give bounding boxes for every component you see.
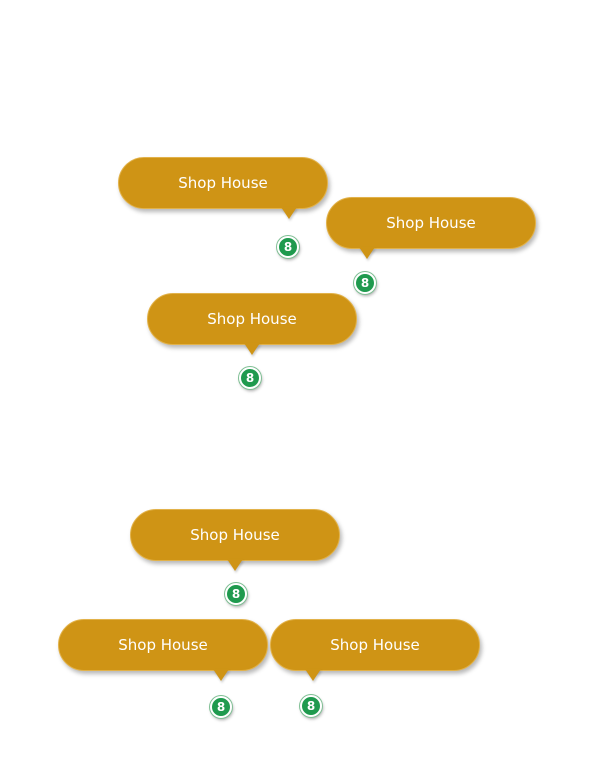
callout-label: Shop House bbox=[330, 636, 420, 654]
shop-house-callout[interactable]: Shop House bbox=[270, 619, 480, 681]
callout-pointer bbox=[305, 669, 321, 681]
shop-house-callout[interactable]: Shop House bbox=[326, 197, 536, 259]
callout-pointer bbox=[359, 247, 375, 259]
map-marker-pin[interactable]: 8 bbox=[300, 695, 322, 717]
callout-label: Shop House bbox=[118, 636, 208, 654]
shop-house-callout[interactable]: Shop House bbox=[118, 157, 328, 219]
callout-pointer bbox=[227, 559, 243, 571]
map-marker-pin[interactable]: 8 bbox=[225, 583, 247, 605]
callout-label: Shop House bbox=[178, 174, 268, 192]
marker-count: 8 bbox=[306, 699, 316, 713]
marker-count: 8 bbox=[245, 371, 255, 385]
callout-pointer bbox=[213, 669, 229, 681]
shop-house-callout[interactable]: Shop House bbox=[147, 293, 357, 355]
marker-count: 8 bbox=[360, 276, 370, 290]
callout-label: Shop House bbox=[386, 214, 476, 232]
shop-house-callout[interactable]: Shop House bbox=[130, 509, 340, 571]
map-marker-pin[interactable]: 8 bbox=[277, 236, 299, 258]
map-marker-pin[interactable]: 8 bbox=[354, 272, 376, 294]
marker-count: 8 bbox=[216, 700, 226, 714]
shop-house-callout[interactable]: Shop House bbox=[58, 619, 268, 681]
callout-label: Shop House bbox=[207, 310, 297, 328]
map-marker-pin[interactable]: 8 bbox=[210, 696, 232, 718]
map-marker-pin[interactable]: 8 bbox=[239, 367, 261, 389]
callout-label: Shop House bbox=[190, 526, 280, 544]
marker-count: 8 bbox=[283, 240, 293, 254]
callout-pointer bbox=[244, 343, 260, 355]
marker-count: 8 bbox=[231, 587, 241, 601]
callout-pointer bbox=[281, 207, 297, 219]
